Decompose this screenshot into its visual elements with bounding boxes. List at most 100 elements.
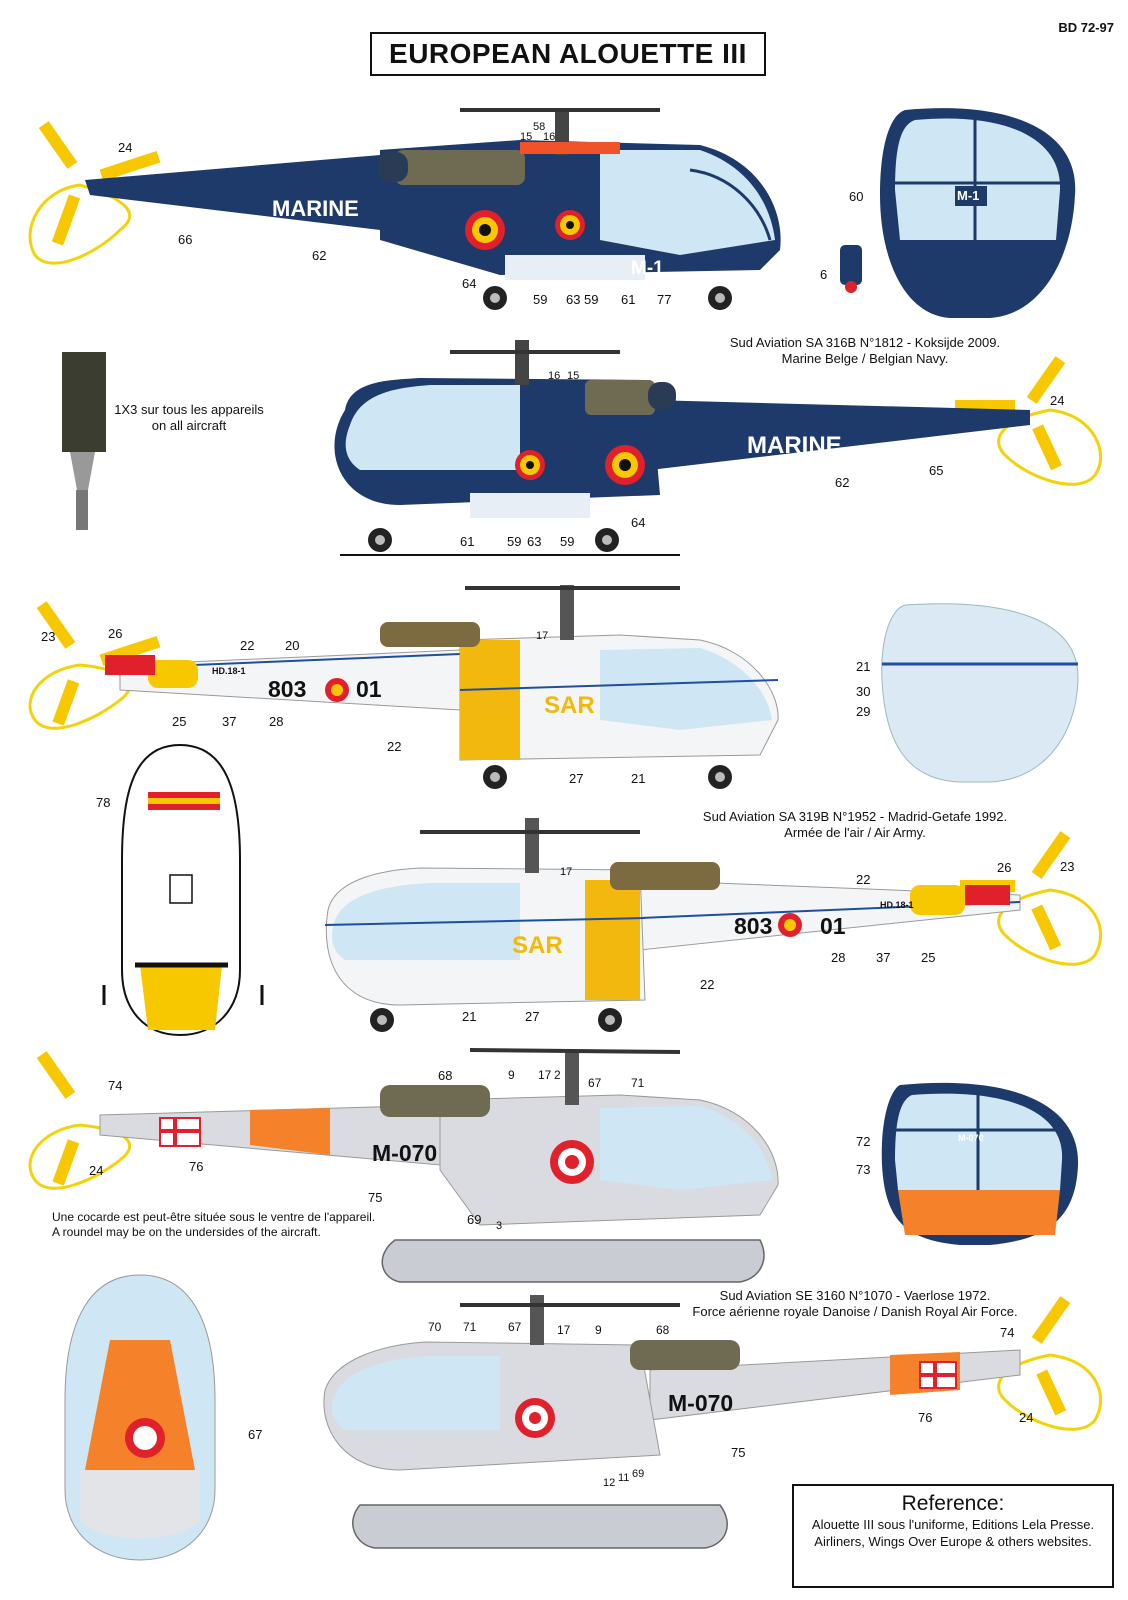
callout: 67: [248, 1427, 263, 1442]
callout: 24: [1050, 393, 1065, 408]
callout: 37: [222, 714, 237, 729]
callout: 25: [172, 714, 187, 729]
callout: 6: [820, 267, 828, 282]
heli-danish-right: [28, 1048, 779, 1283]
caption-belgian-line2: Marine Belge / Belgian Navy.: [781, 351, 949, 366]
callout: 59: [584, 292, 599, 307]
callout: 59: [507, 534, 522, 549]
callout: 74: [108, 1078, 123, 1093]
callout: 16: [543, 131, 556, 143]
sar-marking-1: SAR: [544, 692, 595, 719]
callout: 12: [603, 1477, 616, 1489]
sar-marking-2: SAR: [512, 932, 563, 959]
callout: 30: [856, 684, 871, 699]
callout: 69: [467, 1212, 482, 1227]
heli-spanish-left: [324, 818, 1103, 1032]
sheet-title: EUROPEAN ALOUETTE III: [370, 32, 766, 76]
callout: 76: [189, 1159, 204, 1174]
callout: 2: [554, 1068, 561, 1082]
code-m070-right: M-070: [668, 1390, 734, 1416]
callout: 78: [96, 795, 111, 810]
callout: 15: [567, 370, 580, 382]
code-m1: M-1: [631, 258, 664, 279]
reference-line2: Airliners, Wings Over Europe & others we…: [814, 1534, 1092, 1549]
callout: 29: [856, 704, 871, 719]
callout: 23: [1060, 859, 1075, 874]
front-view-danish: [64, 1274, 216, 1561]
canopy-tag-m1: M-1: [957, 188, 980, 203]
callout: 11: [618, 1472, 630, 1484]
caption-spanish: Sud Aviation SA 319B N°1952 - Madrid-Get…: [680, 809, 1030, 841]
rotor-note: 1X3 sur tous les appareils on all aircra…: [104, 402, 274, 434]
tail-marking-marine-2: MARINE: [747, 432, 842, 459]
callout: 16: [548, 370, 561, 382]
callout: 75: [731, 1445, 746, 1460]
callout: 58: [533, 121, 546, 133]
callout: 71: [463, 1320, 477, 1334]
callout: 26: [997, 860, 1012, 875]
serial-803-right: 803: [734, 913, 773, 939]
caption-danish: Sud Aviation SE 3160 N°1070 - Vaerlose 1…: [660, 1288, 1050, 1320]
caption-danish-line1: Sud Aviation SE 3160 N°1070 - Vaerlose 1…: [719, 1288, 991, 1303]
sheet-code: BD 72-97: [1058, 20, 1114, 35]
caption-belgian: Sud Aviation SA 316B N°1812 - Koksijde 2…: [705, 335, 1025, 367]
canopy-spanish: [881, 603, 1079, 783]
callout: 24: [118, 140, 133, 155]
roundel-note-line1: Une cocarde est peut-être située sous le…: [52, 1210, 376, 1224]
rotor-note-line1: 1X3 sur tous les appareils: [114, 402, 264, 417]
callout: 59: [560, 534, 575, 549]
callout: 22: [856, 872, 871, 887]
caption-spanish-line1: Sud Aviation SA 319B N°1952 - Madrid-Get…: [702, 809, 1008, 824]
callout: 63: [527, 534, 542, 549]
roundel-note-line2: A roundel may be on the undersides of th…: [52, 1225, 321, 1239]
callout: 26: [108, 626, 123, 641]
callout: 66: [178, 232, 193, 247]
canopy-tag-m070: M-070: [958, 1133, 984, 1143]
canopy-danish: [881, 1082, 1079, 1245]
callout: 77: [657, 292, 672, 307]
callout: 3: [496, 1220, 503, 1232]
unit-tag-1: HD.18-1: [212, 666, 246, 676]
code-m070-left: M-070: [372, 1140, 438, 1166]
serial-01-left: 01: [356, 676, 382, 702]
heli-spanish-right: [28, 585, 779, 789]
callout: 22: [700, 977, 715, 992]
tail-fin-small: [840, 245, 862, 293]
callout: 37: [876, 950, 891, 965]
callout: 62: [312, 248, 327, 263]
reference-box: Reference: Alouette III sous l'uniforme,…: [792, 1484, 1114, 1588]
canopy-front-belgian: [880, 108, 1076, 319]
callout: 76: [918, 1410, 933, 1425]
callout: 17: [557, 1323, 571, 1337]
unit-tag-2: HD.18-1: [880, 900, 914, 910]
caption-danish-line2: Force aérienne royale Danoise / Danish R…: [692, 1304, 1018, 1319]
caption-belgian-line1: Sud Aviation SA 316B N°1812 - Koksijde 2…: [729, 335, 1001, 350]
callout: 17: [560, 866, 573, 878]
top-view-spanish: [102, 743, 264, 1037]
callout: 21: [462, 1009, 477, 1024]
callout: 17: [536, 630, 549, 642]
callout: 17: [538, 1068, 552, 1082]
callout: 61: [460, 534, 475, 549]
callout: 27: [525, 1009, 540, 1024]
callout: 69: [632, 1468, 645, 1480]
serial-803-left: 803: [268, 676, 307, 702]
callout: 24: [1019, 1410, 1034, 1425]
callout: 73: [856, 1162, 871, 1177]
reference-title: Reference:: [901, 1492, 1005, 1515]
callout: 21: [631, 771, 646, 786]
callout: 61: [621, 292, 636, 307]
callout: 15: [520, 131, 533, 143]
callout: 28: [831, 950, 846, 965]
callout: 25: [921, 950, 936, 965]
callout: 9: [508, 1068, 515, 1082]
callout: 68: [438, 1068, 453, 1083]
heli-belgian-right: [28, 108, 781, 310]
callout: 63: [566, 292, 581, 307]
reference-line1: Alouette III sous l'uniforme, Editions L…: [811, 1517, 1095, 1532]
rotor-blade-part: [62, 352, 106, 530]
callout: 74: [1000, 1325, 1015, 1340]
heli-belgian-left: [334, 340, 1103, 556]
tail-marking-marine-1: MARINE: [272, 196, 359, 221]
callout: 20: [285, 638, 300, 653]
